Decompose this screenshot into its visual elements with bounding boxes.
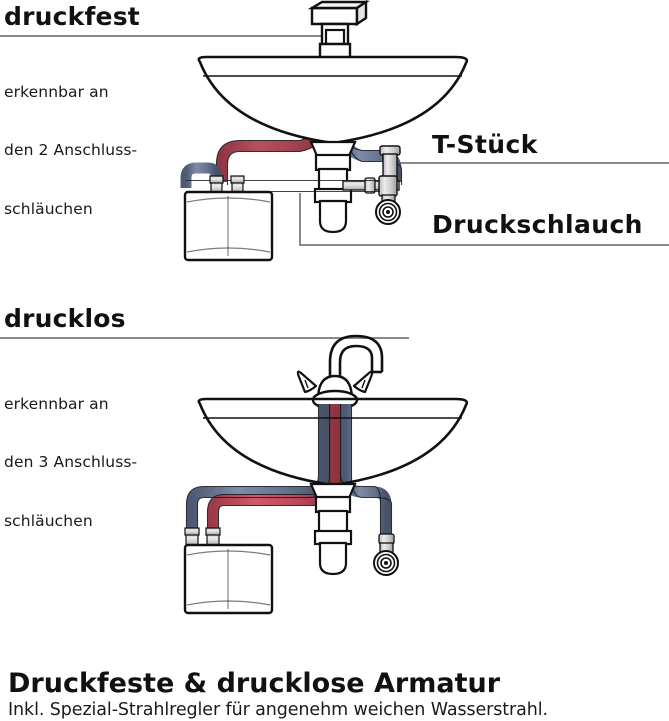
description-line: erkennbar an xyxy=(4,394,109,413)
footer-title: Druckfeste & drucklose Armatur xyxy=(8,668,501,699)
description-line: den 3 Anschluss- xyxy=(4,453,138,472)
diagram-druckfest xyxy=(180,0,469,262)
boiler-connectors-upper xyxy=(209,175,245,194)
faucet-upper xyxy=(307,0,370,62)
basin-lower xyxy=(197,397,469,487)
leader-druckschlauch xyxy=(299,193,669,246)
boiler-upper xyxy=(183,190,274,262)
valve-handle-upper xyxy=(375,199,401,225)
basin-upper xyxy=(197,55,469,145)
angle-valve-lower xyxy=(373,533,399,576)
drain-trap-lower xyxy=(309,482,357,576)
diagram-drucklos xyxy=(183,334,469,615)
callout-t-stueck: T-Stück xyxy=(432,130,538,159)
boiler-connectors-lower xyxy=(184,527,221,547)
callout-druckschlauch: Druckschlauch xyxy=(432,210,643,239)
section-heading-druckfest: druckfest xyxy=(4,2,140,31)
section-description-druckfest: erkennbar an den 2 Anschluss- schläuchen xyxy=(4,44,137,256)
description-line: erkennbar an xyxy=(4,82,109,101)
section-heading-drucklos: drucklos xyxy=(4,304,126,333)
boiler-lower xyxy=(183,543,274,615)
riser-pipes-lower xyxy=(186,404,392,538)
section-description-drucklos: erkennbar an den 3 Anschluss- schläuchen xyxy=(4,356,137,568)
supply-run-upper xyxy=(180,162,222,188)
description-line: schläuchen xyxy=(4,511,93,530)
footer-subtitle: Inkl. Spezial-Strahlregler für angenehm … xyxy=(8,700,548,720)
description-line: den 2 Anschluss- xyxy=(4,141,138,160)
description-line: schläuchen xyxy=(4,199,93,218)
